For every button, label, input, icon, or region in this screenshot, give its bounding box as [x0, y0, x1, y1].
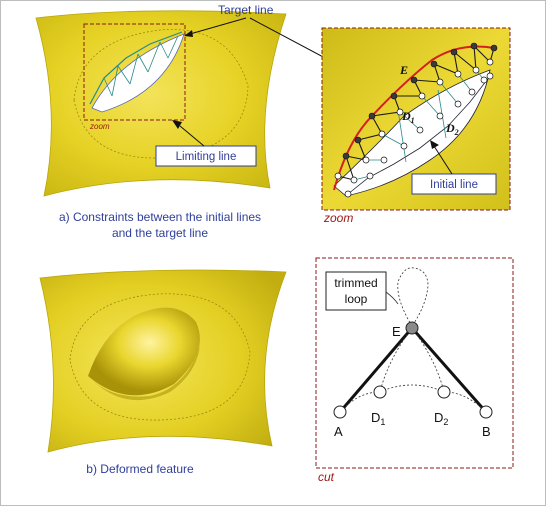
graph-label-E: E: [392, 324, 401, 339]
graph-node-D2: [437, 385, 451, 399]
caption-a-line1: a) Constraints between the initial lines: [59, 210, 261, 224]
initial-line-arrowhead: [430, 140, 439, 149]
zoom-big-label: zoom: [323, 211, 353, 225]
caption-a-line2: and the target line: [112, 226, 208, 240]
limiting-line-arrow: [179, 125, 205, 147]
zoom-connectors: [337, 45, 495, 181]
zoom-node-D1: D1: [401, 109, 415, 125]
small-target-line: [89, 31, 183, 105]
graph-node-D1: [373, 385, 387, 399]
initial-line-label: Initial line: [430, 179, 478, 191]
edge-D1-D2: [379, 384, 445, 393]
graph-node-E: [405, 321, 419, 335]
trimmed-loop-line2: loop: [345, 292, 368, 306]
cut-frame: [315, 257, 514, 469]
caption-b: b) Deformed feature: [86, 462, 194, 476]
limiting-line-curve: [73, 29, 249, 159]
graph-node-B: [479, 405, 493, 419]
trimmed-loop-box: [325, 271, 387, 311]
small-zoom-frame: [83, 23, 186, 121]
graph-label-D2: D2: [434, 410, 448, 427]
trimmed-loop-line1: trimmed: [334, 276, 377, 290]
deformed-limiting-line: [69, 293, 251, 421]
edge-E-A: [338, 327, 414, 413]
limiting-line-box: [155, 145, 257, 167]
zoom-frame: [321, 27, 511, 211]
target-arrow-left-head: [184, 30, 193, 37]
target-arrow-left: [189, 17, 247, 35]
graph-node-A: [333, 405, 347, 419]
target-line-label: Target line: [218, 3, 274, 17]
trimmed-loop-pointer: [385, 291, 399, 305]
graph-label-D1: D1: [371, 410, 385, 427]
limiting-line-arrowhead: [172, 120, 182, 129]
small-hole: [91, 33, 185, 113]
edge-E-B: [410, 327, 488, 413]
surface-a: [35, 10, 287, 197]
initial-line-arrow: [433, 145, 453, 175]
deformed-bump: [88, 307, 200, 396]
graph-label-B: B: [482, 424, 491, 439]
initial-line-box: [411, 173, 497, 195]
zoom-node-E: E: [399, 63, 408, 77]
small-zoom-label: zoom: [89, 122, 110, 131]
cut-label: cut: [318, 470, 335, 484]
zoom-initial-nodes: [334, 58, 494, 198]
zoom-hole: [333, 69, 491, 197]
zoom-target-curve: [333, 45, 495, 191]
zoom-target-nodes: [342, 42, 498, 160]
zoom-node-D2: D2: [445, 121, 459, 137]
small-connectors: [103, 35, 179, 97]
limiting-line-label: Limiting line: [176, 151, 237, 163]
graph-label-A: A: [334, 424, 343, 439]
